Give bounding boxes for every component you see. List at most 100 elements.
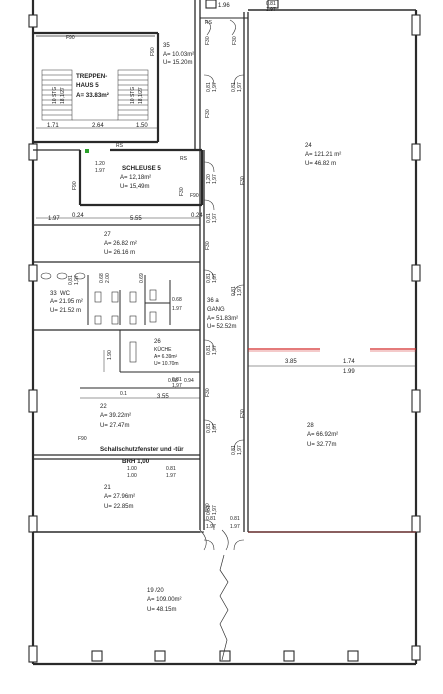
dim-197e: 1.97	[206, 524, 216, 530]
room-36a-name: GANG	[207, 307, 225, 313]
perimeter-columns	[28, 0, 421, 663]
room-27-perimeter: U= 26.16 m	[104, 250, 135, 256]
room-labels: TREPPEN- HAUS 5 A= 33.83m² 10 STG 18,1/2…	[50, 35, 341, 613]
dim-197: 1.97	[95, 168, 105, 174]
dimension-lines	[36, 127, 416, 399]
dim-200: 2.00	[105, 273, 111, 283]
door-9-height: 1,97	[237, 445, 243, 455]
dim-top-1: 1.96	[218, 3, 230, 9]
code-f90-d: F90	[78, 436, 87, 442]
room-36a-area: A= 51.83m²	[207, 316, 238, 322]
room-schleuse-name: SCHLEUSE 5	[122, 165, 161, 172]
door-2-width: 0,81	[231, 82, 237, 92]
code-f30-a: F30	[205, 109, 211, 118]
outer-walls	[31, 0, 418, 666]
room-21-perimeter: U= 22.85m	[104, 504, 134, 510]
door-12-width: 0,81	[172, 377, 182, 383]
room-schleuse-perimeter: U= 15,49m	[120, 184, 150, 190]
code-f30-c: F30	[205, 241, 211, 250]
door-10-width: 0,81	[206, 505, 212, 515]
door-5-height: 1,97	[212, 273, 218, 283]
dim-069: 0.69	[139, 273, 145, 283]
room-19-20-area: A= 109.00m²	[147, 597, 182, 603]
room-28-area: A= 66.92m²	[307, 432, 338, 438]
dim-01: 0.1	[120, 391, 127, 397]
door-4-height: 1,97	[212, 213, 218, 223]
dim-081b: 0.81	[206, 516, 216, 522]
door-3-width: 1,20	[206, 174, 212, 184]
door-7-width: 0,81	[206, 345, 212, 355]
dim-171: 1.71	[47, 123, 59, 129]
code-f30-i: F30	[179, 187, 185, 196]
door-1-width: 0,81	[206, 82, 212, 92]
dim-068: 0.68	[99, 273, 105, 283]
door-3-height: 1,97	[212, 174, 218, 184]
door-5-width: 0,81	[206, 273, 212, 283]
room-27-area: A= 26.82 m²	[104, 241, 137, 247]
code-rs-2: RS	[116, 143, 124, 149]
room-19-20-perimeter: U= 48.15m	[147, 607, 177, 613]
dim-068b: 0.68	[172, 297, 182, 303]
room-33-area: A= 21.95 m²	[50, 299, 83, 305]
code-f90-a: F90	[150, 47, 156, 56]
room-26-number: 26	[154, 339, 161, 345]
door-9-width: 0,81	[231, 445, 237, 455]
room-22-perimeter: U= 27.47m	[100, 423, 130, 429]
door-6-height: 1,97	[237, 286, 243, 296]
room-22-number: 22	[100, 404, 107, 410]
rating-codes: RS RS RS F90 F90 F90 F30 F30 F30 F30 F30…	[72, 20, 246, 512]
room-19-20-number: 19 /20	[147, 588, 164, 594]
dim-068c: 0.68	[168, 378, 178, 384]
door-8-height: 1,97	[212, 423, 218, 433]
code-rs-1: RS	[205, 20, 213, 26]
dim-150: 1.50	[136, 123, 148, 129]
sill-height-note: BRH 1,00	[122, 458, 150, 465]
stair-ratio-right: 18,1/27	[138, 87, 144, 104]
interior-walls	[33, 0, 416, 533]
code-f30-g: F30	[205, 36, 211, 45]
code-f30-f: F30	[205, 503, 211, 512]
code-f90-c: F90	[190, 193, 199, 199]
room-stair-name: TREPPEN-	[76, 73, 107, 80]
door-11-width: 0,81	[68, 275, 74, 285]
dim-264: 2.64	[92, 123, 104, 129]
break-line	[219, 554, 229, 661]
room-stair-area: A= 33.83m²	[76, 92, 109, 99]
door-4-width: 0,81	[206, 213, 212, 223]
green-marker	[85, 149, 89, 153]
stair-steps-left: 10 STG	[52, 87, 58, 104]
code-f30-h: F30	[232, 36, 238, 45]
dim-174: 1.74	[343, 359, 355, 365]
dim-094: 0.94	[184, 378, 194, 384]
dim-top-3: 1.97	[266, 7, 276, 13]
dim-555: 5.55	[130, 216, 142, 222]
dim-197b: 1.97	[48, 216, 60, 222]
code-f90-b: F90	[72, 181, 78, 190]
dim-197c: 1.97	[172, 306, 182, 312]
dim-199: 1.99	[343, 369, 355, 375]
door-swings	[199, 19, 245, 551]
room-22-area: A= 39.22m²	[100, 413, 131, 419]
door-10-height: 1,97	[212, 505, 218, 515]
stair-fire-rating: F90	[66, 35, 75, 41]
dim-081: 0.81	[166, 466, 176, 472]
dim-385: 3.85	[285, 359, 297, 365]
room-35-perimeter: U= 15.20m	[163, 60, 193, 66]
room-33-number: 33	[50, 291, 57, 297]
room-26-perimeter: U= 10.70m	[154, 361, 179, 367]
dim-190: 1.90	[107, 350, 113, 360]
room-26-area: A= 6.39m²	[154, 354, 178, 360]
door-8-width: 0,81	[206, 423, 212, 433]
room-stair-name-2: HAUS 5	[76, 82, 99, 89]
room-28-number: 28	[307, 423, 314, 429]
dim-120: 1.20	[95, 161, 105, 167]
dim-024a: 0.24	[72, 213, 84, 219]
code-rs-3: RS	[180, 156, 188, 162]
dim-100: 1.00	[127, 466, 137, 472]
stair-steps-right: 10 STG	[130, 87, 136, 104]
code-f30-d: F30	[205, 388, 211, 397]
room-26-name: KÜCHE	[154, 346, 172, 353]
room-35-number: 35	[163, 43, 170, 49]
code-f30-b: F30	[240, 176, 246, 185]
room-24-area: A= 121.21 m²	[305, 152, 341, 158]
